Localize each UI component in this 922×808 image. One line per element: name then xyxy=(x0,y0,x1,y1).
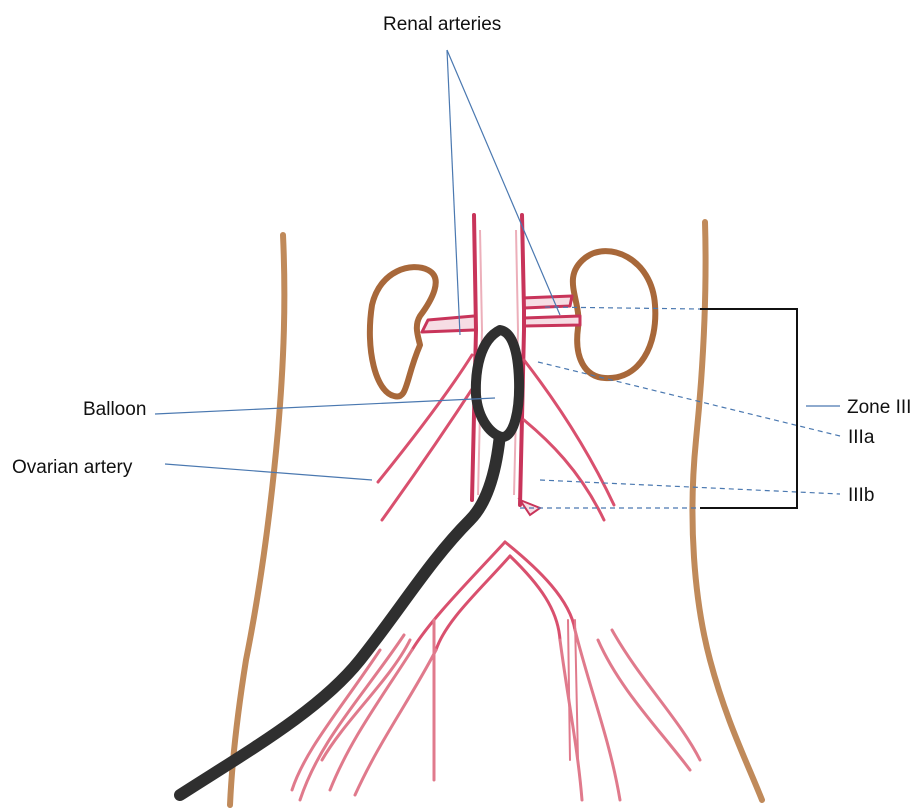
zone-iii-label: Zone III xyxy=(847,398,911,417)
left-outer-iliac xyxy=(292,635,404,800)
right-internal-iliac xyxy=(598,630,700,770)
balloon-shape xyxy=(476,330,519,437)
right-kidney xyxy=(573,251,655,378)
level-line-iiia xyxy=(538,362,840,436)
ovarian-leader xyxy=(165,464,372,480)
renal-arteries-label: Renal arteries xyxy=(383,15,501,34)
renal-leader-left xyxy=(447,50,460,335)
balloon-leader xyxy=(155,398,495,414)
balloon-label: Balloon xyxy=(83,400,146,419)
left-renal-artery xyxy=(422,316,474,332)
renal-leader-right xyxy=(447,50,560,315)
zone-iiib-label: IIIb xyxy=(848,486,874,505)
zone-bracket xyxy=(700,309,797,508)
ovarian-artery-label: Ovarian artery xyxy=(12,458,132,477)
right-ovarian-artery xyxy=(524,360,614,520)
body-outline-left xyxy=(230,235,284,805)
right-renal-artery xyxy=(522,296,580,326)
right-common-iliac xyxy=(505,542,575,640)
left-ovarian-artery xyxy=(378,355,478,520)
catheter-shaft xyxy=(180,405,502,795)
zone-iiia-label: IIIa xyxy=(848,428,874,447)
left-common-iliac xyxy=(412,542,510,650)
